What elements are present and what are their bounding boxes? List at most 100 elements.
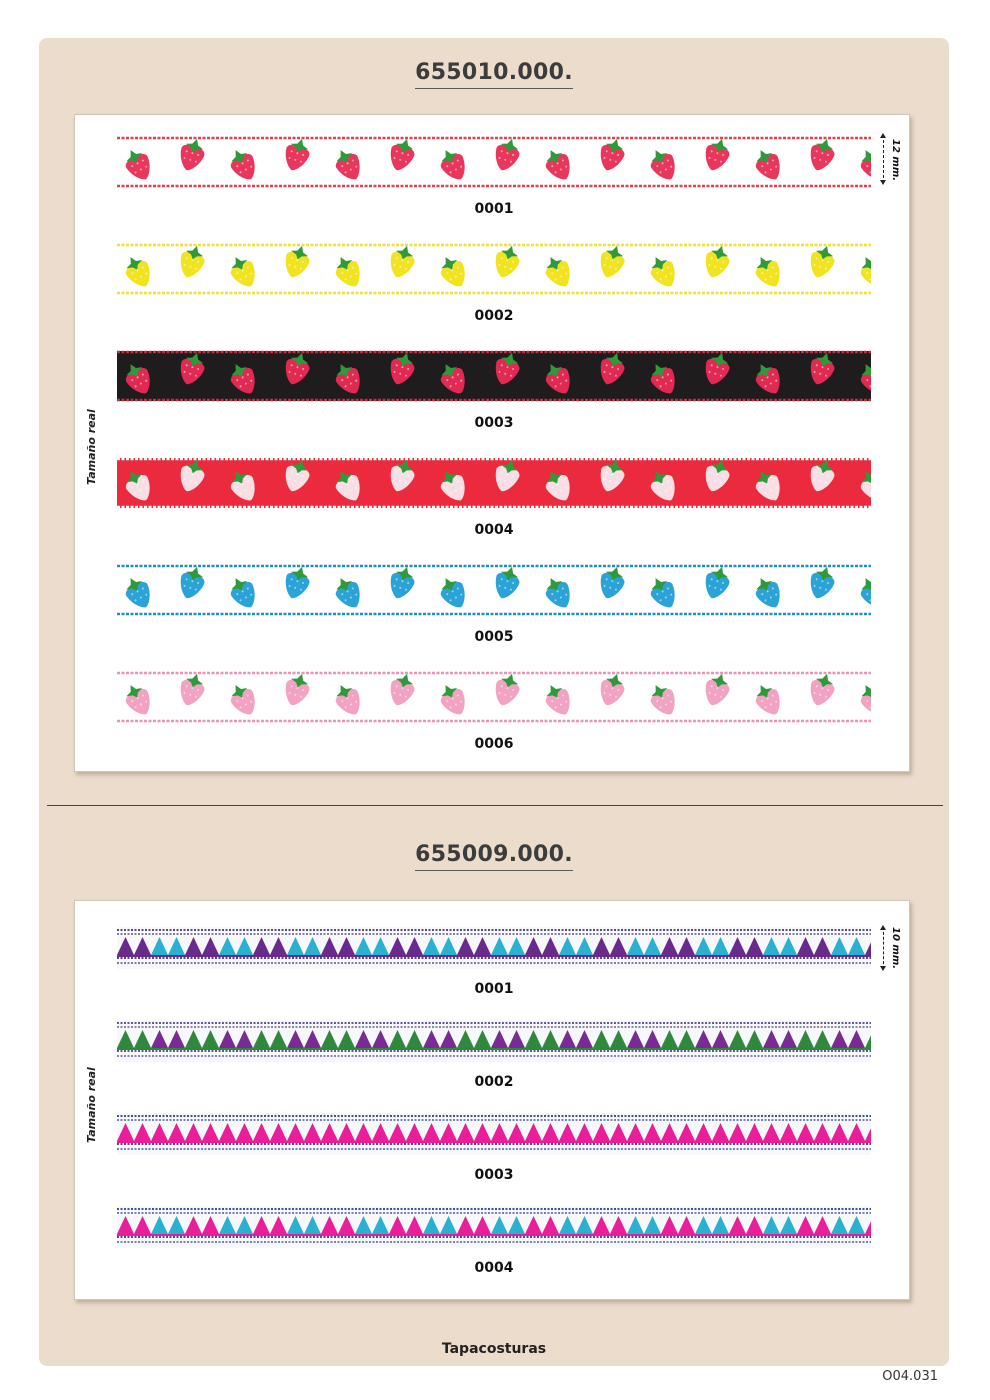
section1-dimension-arrow [880,133,886,185]
triangle-motif [236,1216,253,1234]
triangle-motif [389,1123,406,1141]
strawberry-motif [125,578,150,608]
triangle-motif [678,937,695,955]
ribbon-code: 0002 [474,308,514,324]
triangle-motif [780,1030,797,1048]
triangle-motif [610,1123,627,1141]
triangle-motif [423,1123,440,1141]
triangle-motif [338,1216,355,1234]
triangle-motif [627,1030,644,1048]
strawberry-motif [705,245,730,278]
strawberry-motif [545,257,570,287]
strawberry-motif [545,471,570,501]
triangle-motif [491,937,508,955]
strawberry-motif [335,364,360,394]
strawberry-motif [810,459,835,492]
triangle-motif [797,1216,814,1234]
triangle-motif [848,1030,865,1048]
triangle-motif [797,1123,814,1141]
strawberry-motif [860,364,871,394]
triangle-trim-ribbon [117,1204,871,1250]
strawberry-motif [810,566,835,599]
triangle-motif [576,937,593,955]
strawberry-motif [440,257,465,287]
strawberry-motif [125,257,150,287]
triangle-motif [168,1123,185,1141]
triangle-motif [763,937,780,955]
triangle-motif [559,1216,576,1234]
triangle-motif [406,1030,423,1048]
strawberry-motif [600,566,625,599]
triangle-motif [593,1123,610,1141]
triangle-motif [729,1030,746,1048]
strawberry-motif [755,257,780,287]
strawberry-motif [600,673,625,706]
triangle-motif [729,1216,746,1234]
triangle-motif [491,1216,508,1234]
triangle-motif [831,1030,848,1048]
triangle-motif [508,1216,525,1234]
strawberry-motif [600,352,625,385]
triangle-motif [661,1123,678,1141]
triangle-motif [746,1030,763,1048]
triangle-motif [372,1216,389,1234]
triangle-motif [627,1216,644,1234]
triangle-motif [474,1030,491,1048]
strawberry-motif [810,352,835,385]
triangle-motif [151,1030,168,1048]
strawberry-motif [650,578,675,608]
triangle-motif [593,1030,610,1048]
triangle-motif [338,1123,355,1141]
ribbon-code: 0001 [474,981,514,997]
strawberry-motif [600,138,625,171]
triangle-motif [423,937,440,955]
strawberry-motif [390,459,415,492]
triangle-motif [253,937,270,955]
triangle-motif [389,1030,406,1048]
triangle-motif [814,1216,831,1234]
strawberry-motif [650,257,675,287]
triangle-motif [151,1123,168,1141]
triangle-motif [746,937,763,955]
strawberry-motif [650,685,675,715]
strawberry-motif [705,673,730,706]
strawberry-motif [495,352,520,385]
triangle-motif [151,1216,168,1234]
triangle-motif [219,1030,236,1048]
triangle-motif [355,1030,372,1048]
triangle-motif [848,937,865,955]
strawberry-motif [755,471,780,501]
strawberry-ribbon [117,561,871,619]
triangle-motif [440,1216,457,1234]
strawberry-motif [180,459,205,492]
triangle-motif [712,1030,729,1048]
triangle-motif [491,1123,508,1141]
strawberry-motif [335,471,360,501]
triangle-motif [559,1123,576,1141]
triangle-motif [729,937,746,955]
triangle-motif [559,937,576,955]
triangle-motif [729,1123,746,1141]
triangle-motif [848,1216,865,1234]
triangle-motif [185,1123,202,1141]
triangle-motif [644,937,661,955]
strawberry-motif [495,245,520,278]
triangle-motif [168,1216,185,1234]
triangle-motif [610,1030,627,1048]
triangle-motif [151,937,168,955]
triangle-motif [202,937,219,955]
strawberry-ribbon [117,454,871,512]
strawberry-motif [495,566,520,599]
triangle-motif [389,1216,406,1234]
triangle-motif [746,1216,763,1234]
strawberry-motif [390,673,415,706]
triangle-motif [593,1216,610,1234]
strawberry-motif [335,257,360,287]
strawberry-motif [440,578,465,608]
triangle-motif [338,1030,355,1048]
strawberry-motif [230,364,255,394]
ribbon-code: 0003 [474,1167,514,1183]
strawberry-motif [390,566,415,599]
triangle-motif [814,1123,831,1141]
